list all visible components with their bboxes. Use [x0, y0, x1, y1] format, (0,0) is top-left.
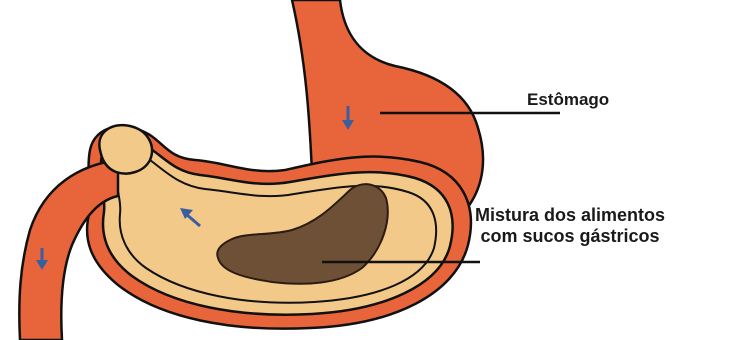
mixture-label-line-1: Mistura dos alimentos — [475, 205, 665, 226]
stomach-label: Estômago — [527, 90, 609, 110]
mixture-label-line-2: com sucos gástricos — [475, 226, 665, 247]
pylorus — [99, 125, 152, 173]
mixture-label: Mistura dos alimentos com sucos gástrico… — [475, 205, 665, 246]
